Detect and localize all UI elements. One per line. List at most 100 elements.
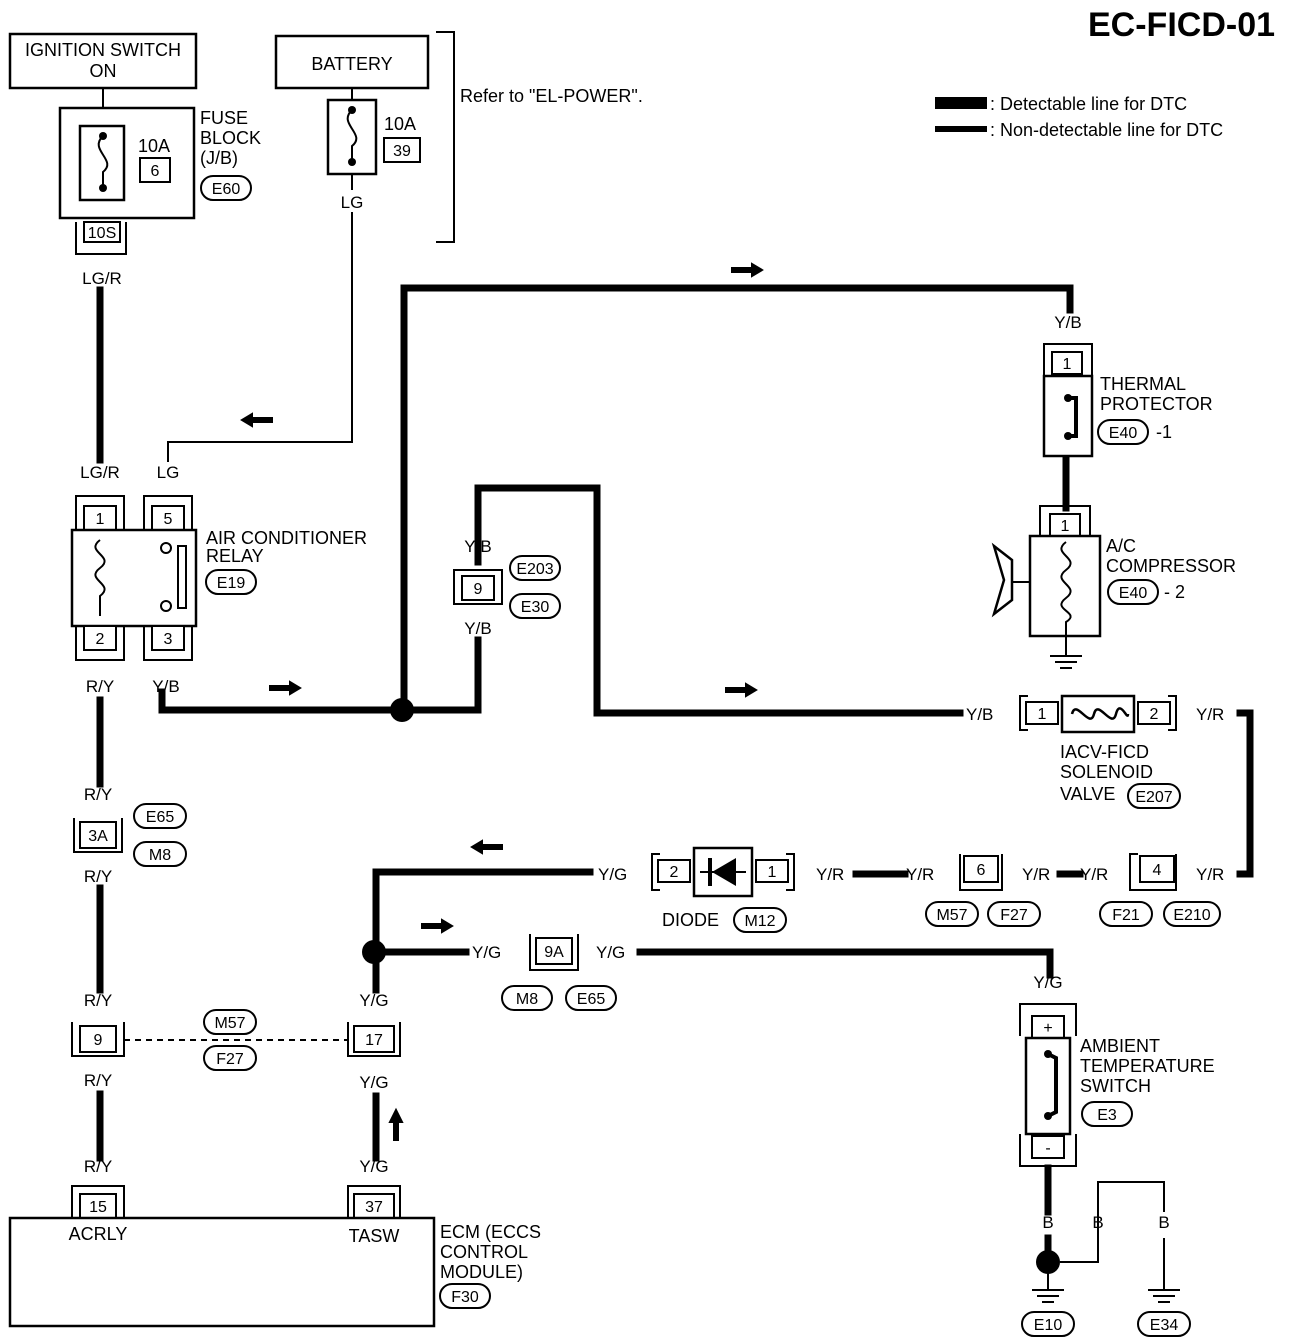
wire-yb-relay-junction	[158, 688, 404, 714]
conn4-box	[1139, 855, 1175, 883]
fuse-block-line2: BLOCK	[200, 128, 261, 148]
arrow-right-9a	[421, 918, 454, 934]
conn9a-ref1-badge	[501, 985, 553, 1011]
solenoid-pin2: 2	[1150, 706, 1159, 723]
wire-label-ry-9-bottom: R/Y	[84, 1071, 112, 1090]
wire-label-ry-3a-top: R/Y	[84, 785, 112, 804]
thermal-pin: 1	[1063, 356, 1072, 373]
battery-fuse-amps: 10A	[384, 114, 416, 134]
wire-label-yr-6-left: Y/R	[906, 865, 934, 884]
wire-label-ry-9-top: R/Y	[84, 991, 112, 1010]
conn4-ref1-badge	[1099, 901, 1153, 927]
solenoid-shell-left	[1019, 695, 1028, 731]
conn9-shell	[71, 1022, 125, 1057]
conn9-17-ref1-badge	[203, 1009, 257, 1035]
thermal-ref-badge	[1097, 419, 1149, 445]
arrow-right-solenoid	[725, 682, 758, 698]
conn3a-ref2: M8	[149, 847, 171, 864]
e203-ref1: E203	[516, 561, 553, 578]
relay-contact-top	[160, 542, 172, 554]
wire-label-b-right: B	[1158, 1213, 1169, 1232]
e203-ref2: E30	[521, 599, 550, 616]
flow-arrows	[240, 262, 764, 1141]
relay-line2: RELAY	[206, 546, 264, 566]
e203-ref2-badge	[509, 593, 561, 619]
ground-e34-badge	[1137, 1311, 1191, 1337]
thermal-suffix: -1	[1156, 422, 1172, 442]
fuse-num-box	[139, 157, 171, 183]
ecm-pin15-box	[79, 1193, 117, 1219]
diode-pin-left-box	[657, 859, 691, 883]
wire-label-yb-solenoid: Y/B	[966, 705, 993, 724]
conn3a-pin: 3A	[88, 828, 108, 845]
conn6-shell	[959, 854, 1003, 891]
wire-lg-battery-relay	[167, 212, 353, 462]
ambient-plus: +	[1043, 1020, 1052, 1037]
wire-label-yr-solenoid: Y/R	[1196, 705, 1224, 724]
relay-pin1: 1	[96, 511, 105, 528]
diode-ref: M12	[744, 913, 775, 930]
ecm-ref: F30	[451, 1289, 479, 1306]
ecm-line2: CONTROL	[440, 1242, 528, 1262]
fuse-ref-badge	[200, 175, 252, 201]
conn4-ref2: E210	[1173, 907, 1210, 924]
thermal-line1: THERMAL	[1100, 374, 1186, 394]
diode-symbol-icon	[712, 858, 736, 886]
wires	[96, 88, 1254, 1290]
compressor-line2: COMPRESSOR	[1106, 556, 1236, 576]
wire-label-yg-17-bottom: Y/G	[359, 1073, 388, 1092]
compressor-clutch-icon	[991, 542, 1014, 618]
diode-bar	[708, 858, 712, 886]
ecm-pin37-box	[353, 1193, 395, 1219]
ambient-switch-contact	[1047, 1052, 1058, 1118]
ecm: R/Y Y/G 15 37 ACRLY TASW ECM (ECCS CONTR…	[8, 1157, 541, 1328]
solenoid-coil-icon	[1070, 707, 1130, 720]
conn9a-ref2: E65	[577, 991, 606, 1008]
conn9-pin: 9	[94, 1032, 103, 1049]
wire-yb-junction-e203	[396, 636, 482, 714]
ecm-pin37: 37	[365, 1199, 383, 1216]
wire-label-yb-e203-bottom: Y/B	[464, 619, 491, 638]
ambient-minus-box	[1031, 1135, 1065, 1159]
legend-thick-line	[935, 97, 987, 109]
fuse-num: 6	[151, 163, 160, 180]
wire-label-yg-17-top: Y/G	[359, 991, 388, 1010]
battery-box	[274, 34, 430, 90]
thermal-protector: Y/B 1 THERMAL PROTECTOR E40 -1	[1042, 313, 1213, 458]
battery: BATTERY Refer to "EL-POWER".	[274, 31, 643, 243]
conn4-pin: 4	[1153, 862, 1162, 879]
conn17-pin: 17	[365, 1032, 383, 1049]
solenoid-body	[1060, 694, 1136, 734]
legend: : Detectable line for DTC : Non-detectab…	[935, 94, 1223, 140]
e203-pin: 9	[474, 581, 483, 598]
connector-9a: Y/G 9A Y/G M8 E65	[472, 934, 625, 1011]
conn6-ref1: M57	[936, 907, 967, 924]
conn-10s-label: 10S	[88, 225, 116, 242]
connector-9-17: R/Y 9 R/Y M57 F27 Y/G 17 Y/G	[71, 991, 401, 1092]
conn9-box	[79, 1025, 117, 1053]
relay-switch-bar	[177, 545, 187, 609]
ignition-line2: ON	[90, 61, 117, 81]
page-id: EC-FICD-01	[1088, 6, 1275, 44]
solenoid-line1: IACV-FICD	[1060, 742, 1149, 762]
refer-bracket	[436, 31, 455, 243]
relay-line1: AIR CONDITIONER	[206, 528, 367, 548]
wire-label-yg-9a-right: Y/G	[596, 943, 625, 962]
fuse-block-line3: (J/B)	[200, 148, 238, 168]
junction-dot-ground	[1036, 1250, 1060, 1274]
ecm-tasw-label: TASW	[349, 1226, 400, 1246]
thermal-switch	[1068, 396, 1078, 438]
wire-label-yr-diode: Y/R	[816, 865, 844, 884]
conn4-ref2-badge	[1163, 901, 1221, 927]
arrow-up-ecm	[388, 1107, 404, 1141]
conn-10s-shell	[75, 222, 127, 255]
relay-contact-bottom	[160, 600, 172, 612]
ecm-ref-badge	[439, 1283, 491, 1309]
solenoid-pin1: 1	[1038, 706, 1047, 723]
arrow-left-diode	[470, 839, 503, 855]
wire-label-lgr-top: LG/R	[82, 269, 122, 288]
ac-compressor: 1 A/C COMPRESSOR E40 - 2	[991, 505, 1236, 669]
conn3a-box	[79, 821, 117, 849]
ambient-ref: E3	[1097, 1107, 1117, 1124]
conn4-ref1: F21	[1112, 907, 1140, 924]
